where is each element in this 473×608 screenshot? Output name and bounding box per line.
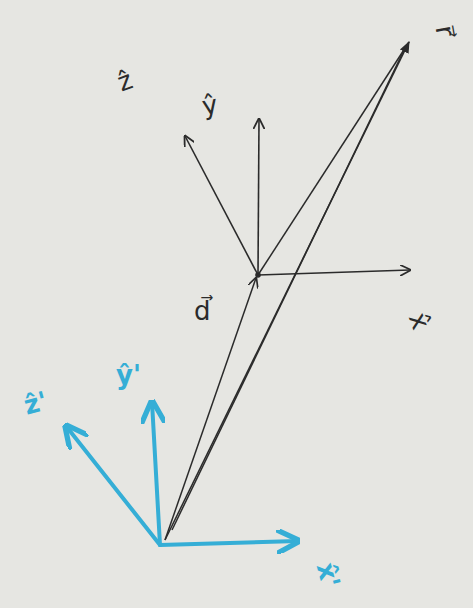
d-vector: [165, 278, 256, 540]
r-from-frame: [258, 42, 409, 275]
x-prime-axis: [160, 541, 298, 545]
r-vector: [165, 42, 409, 540]
axis-label: ẑ: [114, 66, 136, 95]
axis-label: x̂: [405, 309, 435, 332]
primed-frame: [66, 402, 298, 545]
vectors: [165, 42, 409, 540]
x-axis: [258, 270, 410, 275]
z-prime-axis: [66, 426, 160, 545]
axis-label: ẑ': [21, 387, 50, 418]
r-vector-stroke: [172, 48, 405, 530]
axis-label: ŷ': [116, 362, 141, 388]
unprimed-frame: [185, 119, 410, 277]
origin-dot: [256, 273, 260, 277]
vector-label: r⃗: [432, 23, 459, 38]
vector-label: d⃗: [194, 298, 211, 324]
y-axis: [258, 119, 259, 275]
y-prime-axis: [152, 402, 160, 545]
z-axis: [185, 136, 258, 275]
axis-label: ŷ: [200, 91, 220, 119]
axis-label: x̂': [313, 560, 345, 591]
